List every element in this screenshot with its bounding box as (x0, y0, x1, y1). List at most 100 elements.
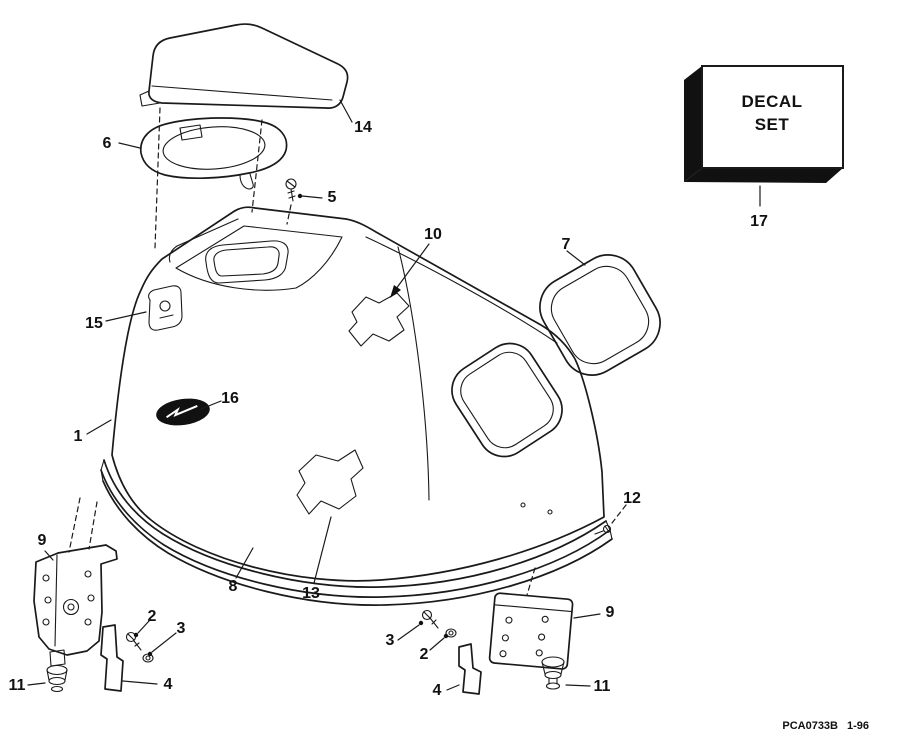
bracket-left-foot (49, 649, 66, 667)
decal-box-bottom-face (684, 168, 843, 183)
bolt-hole (538, 633, 546, 641)
gasket-tab (239, 173, 254, 190)
bracket-right-fold (493, 604, 573, 613)
bolt-hole (541, 615, 549, 623)
callout-12: 12 (623, 490, 641, 507)
cowling-side-crease (397, 246, 430, 501)
callout-9-right: 9 (606, 604, 615, 621)
arrowhead-10 (390, 285, 401, 298)
emblem-flash (166, 405, 198, 419)
decal-box-front-face (701, 65, 844, 169)
seal-strip-line-2 (100, 469, 611, 598)
grommet-right-base (545, 682, 561, 690)
grommet-left-part (46, 664, 68, 693)
grommet-right-stem (548, 677, 558, 685)
screw-washer-right (421, 609, 457, 638)
screw-12-part (594, 524, 612, 535)
screw-12-head (602, 524, 612, 534)
callout-2-left: 2 (148, 608, 157, 625)
bracket-right-outline (488, 592, 574, 670)
washer-2-right-hole (448, 630, 454, 636)
leader-dot (297, 193, 303, 199)
rim-screw-hole (547, 509, 553, 515)
screw-5-shaft (287, 188, 296, 202)
callout-11-right: 11 (594, 678, 611, 695)
leader-dot (133, 632, 139, 638)
seal-strip-line-1 (103, 459, 607, 588)
latch-knob (159, 300, 171, 312)
callout-15: 15 (85, 315, 103, 332)
screw-3-right-slot (423, 611, 431, 619)
latch-slot (159, 314, 174, 319)
bolt-hole (499, 650, 507, 658)
callouts: 14 6 5 10 7 17 15 16 1 12 9 8 13 2 3 3 2… (9, 119, 768, 699)
bolt-hole (42, 618, 50, 626)
seal-ring-inner (550, 265, 650, 365)
callout-3-right: 3 (386, 632, 395, 649)
bolt-hole (501, 634, 509, 642)
screw-3-right-shaft (429, 617, 439, 629)
callout-5: 5 (328, 189, 337, 206)
screw-2-left-shaft (133, 640, 142, 651)
grommet-left-top (46, 664, 68, 676)
screw-3-right-head (421, 609, 433, 621)
gasket-outline (140, 117, 288, 180)
screw-5-part (285, 178, 297, 202)
callout-17: 17 (750, 213, 768, 230)
callout-10: 10 (424, 226, 442, 243)
screw-washer-left (125, 631, 154, 663)
bracket-left-bend (54, 554, 58, 647)
window-inner (460, 351, 554, 449)
bracket-right-part (488, 592, 574, 670)
grommet-right-sides (541, 661, 565, 675)
part-code: PCA0733B (782, 720, 838, 732)
bracket-left-part (33, 544, 118, 667)
revision-code: 1-96 (847, 720, 869, 732)
leader-dots (133, 193, 449, 657)
cowling-top-rim-inner (168, 218, 239, 263)
grommet-right-part (541, 656, 565, 690)
gasket-part (140, 117, 288, 190)
bracket-left-big-hole (62, 598, 80, 616)
leader-dot (418, 620, 424, 626)
callout-16: 16 (221, 390, 239, 407)
leader-dot (147, 651, 153, 657)
rim-screw-hole (520, 502, 526, 508)
cowling-part (111, 206, 605, 582)
seal-ring-outer (539, 254, 661, 376)
strap-left-part (100, 624, 124, 692)
callout-7: 7 (562, 236, 571, 253)
callout-4-right: 4 (433, 682, 442, 699)
leader-lines (27, 99, 761, 691)
bolt-hole (87, 594, 95, 602)
seal-strip-line-3 (102, 480, 613, 606)
decal-box-text-line2: SET (755, 115, 790, 134)
dashed-guide-lines (68, 107, 627, 596)
screw-5-slot (286, 180, 296, 188)
bracket-left-outline (33, 544, 118, 656)
decal-box-text-line1: DECAL (741, 92, 802, 111)
bolt-hole (84, 570, 92, 578)
cowling-outline (111, 206, 605, 582)
decal-box-left-face (684, 66, 702, 182)
lid-part (139, 23, 349, 109)
seal-ring-part (539, 254, 661, 376)
lid-fold-line (151, 85, 333, 101)
strap-right-part (458, 643, 482, 695)
gasket-inner-opening (162, 126, 266, 170)
grommet-left-sides (46, 669, 68, 681)
callout-14: 14 (354, 119, 372, 136)
tray-cup-outer (205, 240, 289, 284)
seal-strip-end-caps (100, 459, 613, 540)
screw-12-shaft (594, 525, 610, 535)
gasket-latch-hook (179, 124, 203, 141)
bolt-hole (42, 574, 50, 582)
cowling-top-tray (175, 225, 343, 291)
washer-2-right (445, 628, 457, 638)
leader-dot (443, 633, 449, 639)
seal-strip-part (100, 459, 613, 606)
grommet-left-base (50, 685, 64, 693)
emblem-part (156, 398, 210, 426)
